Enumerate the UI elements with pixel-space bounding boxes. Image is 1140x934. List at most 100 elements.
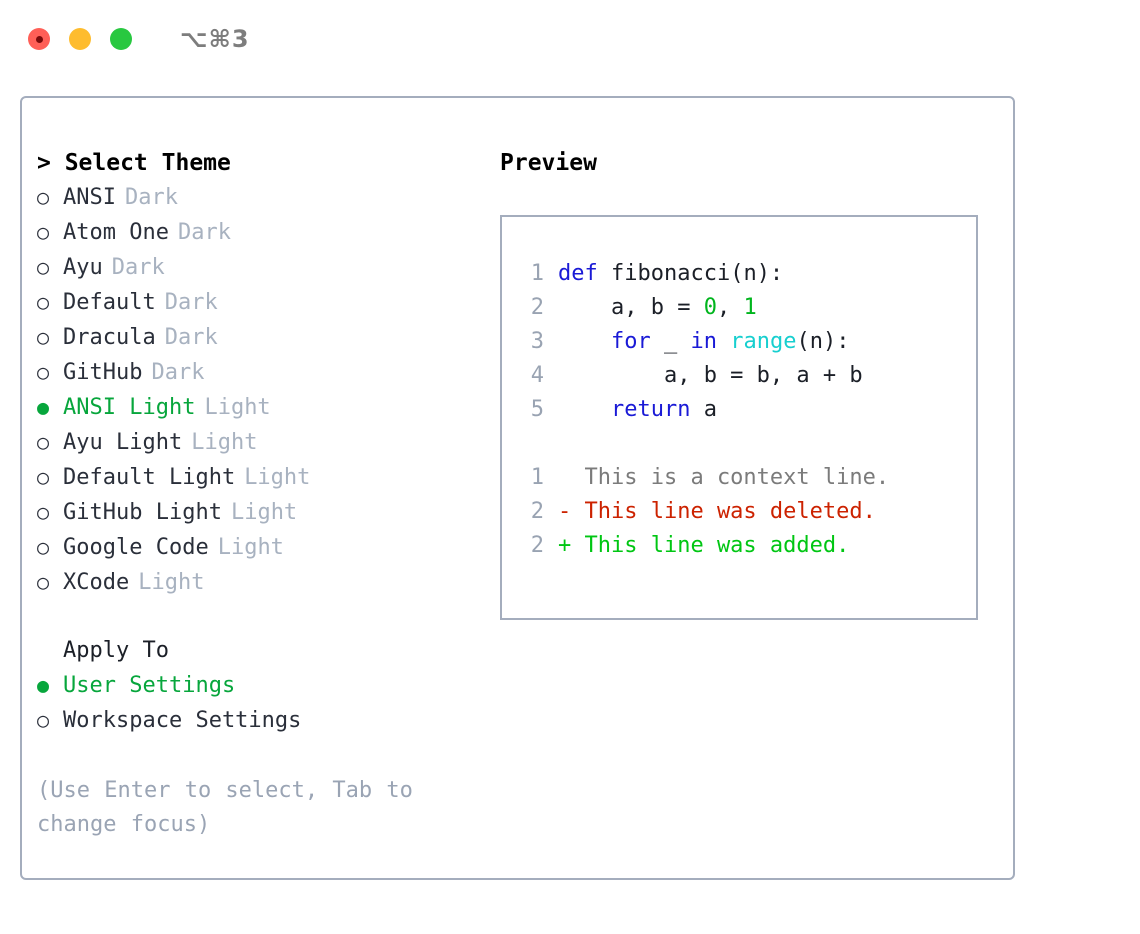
- code-token-kw: def: [558, 261, 598, 286]
- radio-unselected-icon: ○: [37, 220, 50, 244]
- code-token-kw: for: [610, 329, 651, 354]
- select-theme-header: > Select Theme: [37, 150, 231, 176]
- radio-unselected-icon: ○: [37, 465, 50, 489]
- theme-category: Light: [138, 570, 205, 595]
- apply-to-list[interactable]: ● User Settings ○Workspace Settings: [37, 668, 487, 738]
- code-token-kw: return: [610, 397, 691, 422]
- theme-category: Dark: [164, 290, 218, 315]
- theme-option-default[interactable]: ○ Default Dark: [37, 285, 487, 320]
- theme-category: Light: [204, 395, 271, 420]
- code-token-plain: (n):: [796, 329, 850, 354]
- theme-name: GitHub Light: [63, 500, 222, 525]
- theme-category: Light: [230, 500, 298, 525]
- title-bar: ⌥⌘3: [0, 0, 1140, 78]
- code-diff-spacer: [516, 427, 976, 461]
- theme-category: Dark: [124, 185, 178, 210]
- apply-to-label: Workspace Settings: [63, 708, 302, 733]
- line-number: 5: [530, 397, 544, 422]
- maximize-window-button[interactable]: [110, 28, 132, 50]
- apply-to-option-user-settings[interactable]: ● User Settings: [37, 668, 487, 703]
- code-token-num: 1: [743, 295, 757, 320]
- theme-category: Light: [191, 430, 258, 455]
- theme-name: Ayu: [63, 255, 103, 280]
- code-token-kw: in: [690, 329, 717, 354]
- theme-name: Google Code: [63, 535, 209, 560]
- theme-category: Light: [217, 535, 284, 560]
- apply-to-header: Apply To: [63, 638, 169, 663]
- code-token-plain: [558, 329, 611, 354]
- radio-unselected-icon: ○: [37, 290, 50, 314]
- theme-name: Default Light: [63, 465, 236, 490]
- diff-line-add: 2+ This line was added.: [516, 529, 976, 563]
- theme-category: Dark: [111, 255, 165, 280]
- theme-option-dracula[interactable]: ○ Dracula Dark: [37, 320, 487, 355]
- code-token-num: 0: [703, 295, 717, 320]
- theme-name: ANSI: [63, 185, 116, 210]
- code-token-plain: _: [650, 329, 691, 354]
- diff-line-context: 1 This is a context line.: [516, 461, 976, 495]
- diff-sample: 1 This is a context line. 2 - This line wa…: [516, 461, 976, 563]
- theme-name: Default: [63, 290, 156, 315]
- code-line: 2 a, b = 0, 1: [516, 291, 976, 325]
- apply-to-section: Apply To ● User Settings ○Workspace Settin…: [37, 634, 487, 738]
- code-token-plain: [717, 329, 730, 354]
- code-token-plain: [558, 397, 611, 422]
- close-window-button[interactable]: [28, 28, 50, 50]
- radio-selected-icon: ●: [37, 395, 50, 419]
- theme-option-ayu[interactable]: ○ Ayu Dark: [37, 250, 487, 285]
- line-number: 1: [530, 261, 544, 286]
- apply-to-label: User Settings: [63, 673, 236, 698]
- radio-unselected-icon: ○: [37, 255, 50, 279]
- theme-name: ANSI Light: [63, 395, 196, 420]
- line-number: 2: [530, 533, 544, 558]
- apply-to-option-workspace-settings[interactable]: ○Workspace Settings: [37, 703, 487, 738]
- code-line-text: for _ in range(n):: [558, 325, 849, 359]
- theme-option-ayu-light[interactable]: ○ Ayu Light Light: [37, 425, 487, 460]
- code-line: 4 a, b = b, a + b: [516, 359, 976, 393]
- code-sample: 1 def fibonacci(n): 2 a, b = 0, 1 3 for _ i…: [516, 257, 976, 427]
- preview-box: 1 def fibonacci(n): 2 a, b = 0, 1 3 for _ i…: [500, 215, 978, 620]
- diff-line-text: This is a context line.: [558, 465, 890, 490]
- code-line: 5 return a: [516, 393, 976, 427]
- theme-name: GitHub: [63, 360, 143, 385]
- preview-column: Preview 1 def fibonacci(n): 2 a, b = 0, 1 3…: [500, 146, 990, 620]
- theme-option-ansi-light[interactable]: ● ANSI Light Light: [37, 390, 487, 425]
- code-token-plain: fibonacci(n):: [597, 261, 784, 286]
- window-controls: [28, 28, 132, 50]
- radio-unselected-icon: ○: [37, 430, 50, 454]
- minimize-window-button[interactable]: [69, 28, 91, 50]
- line-number: 2: [530, 499, 544, 524]
- radio-unselected-icon: ○: [37, 570, 50, 594]
- theme-name: Dracula: [63, 325, 156, 350]
- preview-title: Preview: [500, 150, 597, 176]
- radio-unselected-icon: ○: [37, 325, 50, 349]
- theme-option-github[interactable]: ○ GitHub Dark: [37, 355, 487, 390]
- code-token-plain: a: [690, 397, 717, 422]
- theme-category: Dark: [151, 360, 205, 385]
- diff-line-text: - This line was deleted.: [558, 499, 876, 524]
- code-line-text: return a: [558, 393, 717, 427]
- theme-category: Dark: [164, 325, 218, 350]
- code-token-plain: a, b =: [558, 295, 704, 320]
- radio-unselected-icon: ○: [37, 360, 50, 384]
- keyboard-shortcut-label: ⌥⌘3: [180, 25, 250, 53]
- theme-option-github-light[interactable]: ○ GitHub Light Light: [37, 495, 487, 530]
- code-line-text: a, b = b, a + b: [558, 359, 863, 393]
- radio-selected-icon: ●: [37, 673, 50, 697]
- radio-unselected-icon: ○: [37, 500, 50, 524]
- theme-name: Atom One: [63, 220, 169, 245]
- line-number: 3: [530, 329, 544, 354]
- code-line-text: a, b = 0, 1: [558, 291, 757, 325]
- line-number: 1: [530, 465, 544, 490]
- diff-line-del: 2 - This line was deleted.: [516, 495, 976, 529]
- code-token-plain: a, b = b, a + b: [558, 363, 863, 388]
- theme-name: Ayu Light: [63, 430, 183, 455]
